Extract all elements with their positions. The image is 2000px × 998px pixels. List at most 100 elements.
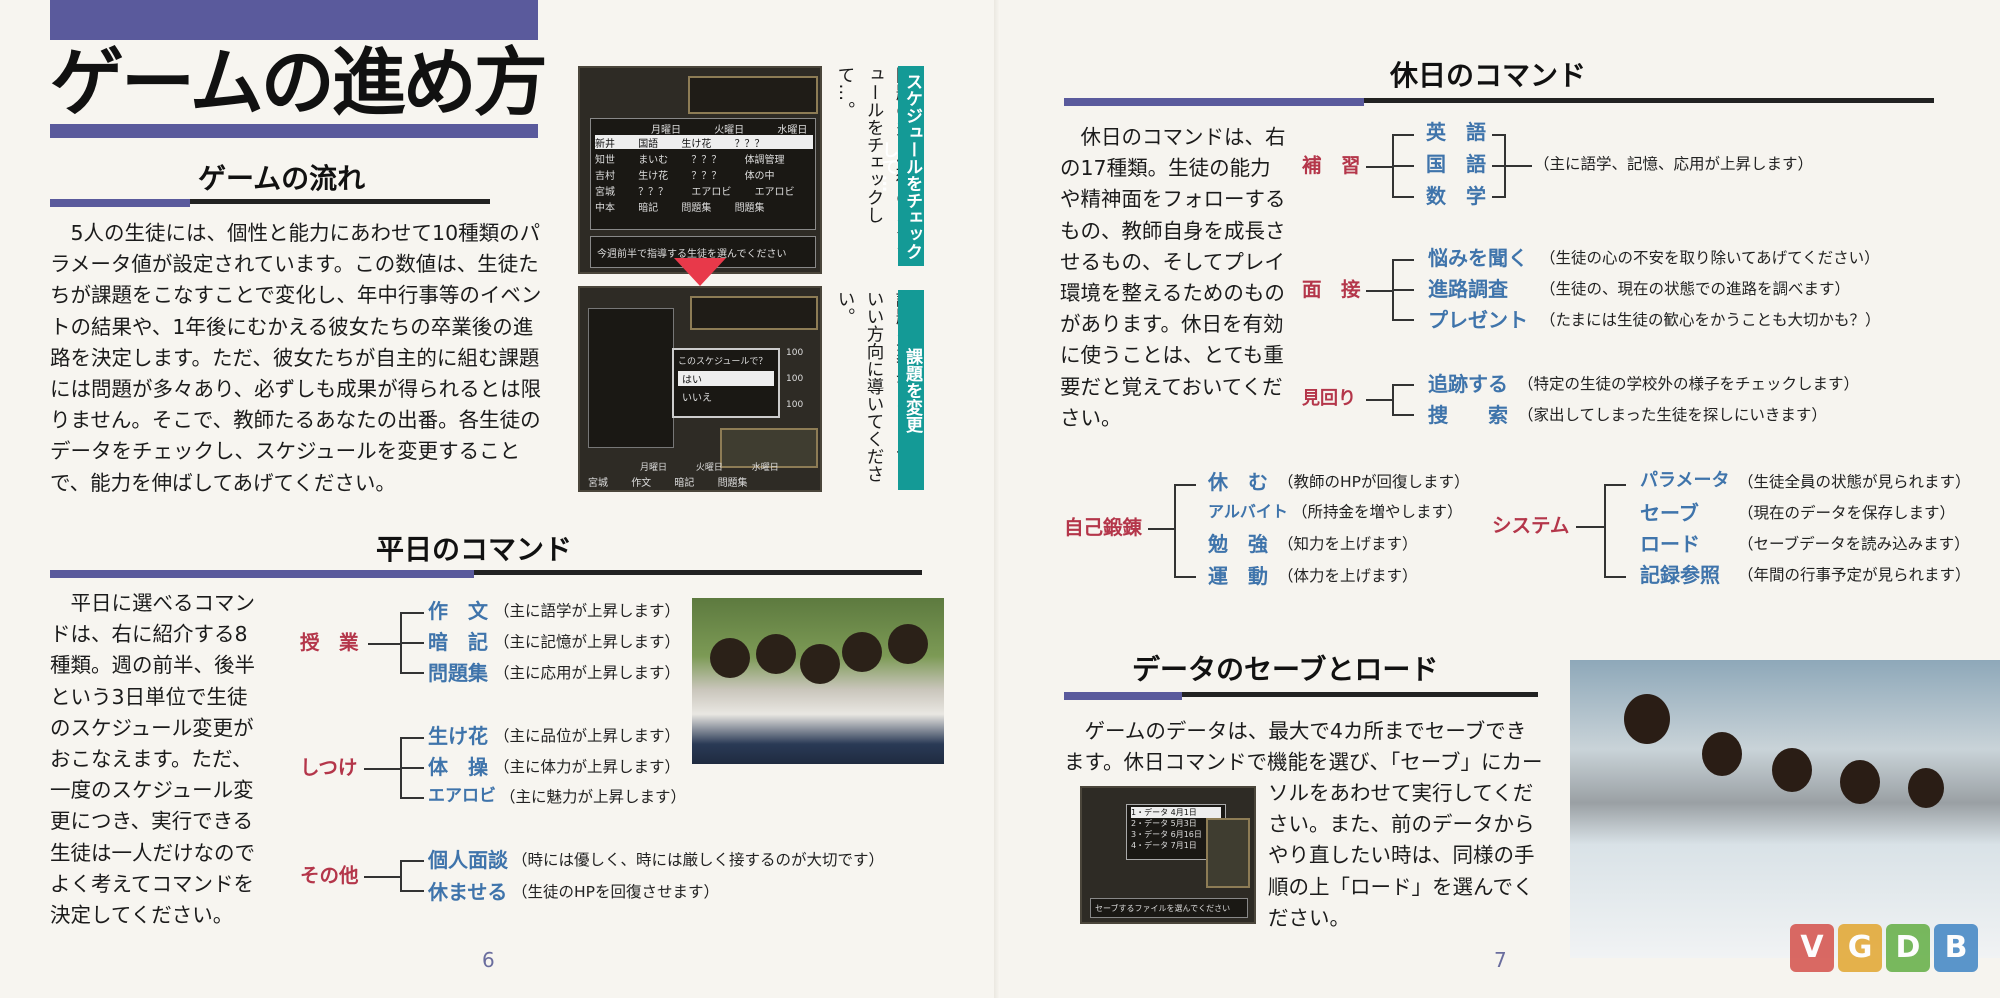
schedule-row[interactable]: 中本 暗記 問題集 問題集: [595, 203, 765, 214]
cmd-anki: 暗 記: [428, 630, 488, 654]
page-number-right: 7: [1494, 948, 1507, 972]
weekday-text: 平日に選べるコマンドは、右に紹介する8種類。週の前半、後半という3日単位で生徒の…: [50, 591, 255, 928]
screen2-footer: 宮城 作文 暗記 問題集: [588, 478, 748, 489]
choice-yes[interactable]: はい: [678, 371, 774, 386]
schedule-row[interactable]: 知世 まいむ ？？？ 体調管理: [595, 155, 785, 166]
schedule-days: 月曜日 火曜日 水曜日: [651, 125, 808, 136]
schedule-row[interactable]: 宮城 ？？？ エアロビ エアロビ: [595, 187, 795, 198]
cmd-ikebana: 生け花: [428, 724, 488, 748]
cmd-undo: 運 動: [1208, 564, 1268, 588]
tree-line: [1148, 528, 1174, 530]
confirm-question: このスケジュールで？: [678, 357, 768, 367]
page-title: ゲームの進め方: [50, 40, 548, 126]
photo-figure: [1702, 732, 1742, 776]
save-heading: データのセーブとロード: [1132, 653, 1439, 686]
title-bottom-bar: [50, 124, 538, 138]
tree-line: [1576, 526, 1604, 528]
watermark-letter: V: [1790, 924, 1834, 972]
note-shinro: （生徒の、現在の状態での進路を調べます）: [1540, 280, 1851, 298]
cmd-sugaku: 数 学: [1426, 184, 1486, 208]
holiday-text: 休日のコマンドは、右の17種類。生徒の能力や精神面をフォローするもの、教師自身を…: [1060, 125, 1286, 430]
group-sonota: その他: [300, 864, 359, 887]
note-parameter: （生徒全員の状態が見られます）: [1738, 473, 1971, 491]
group-jiko: 自己鍛錬: [1064, 516, 1143, 539]
tree-line: [1366, 290, 1392, 292]
screen-header-panel: [688, 76, 818, 114]
photo-figure: [710, 638, 750, 678]
note-arubaito: （所持金を増やします）: [1292, 503, 1463, 521]
tree-line: [1366, 399, 1392, 401]
screen2-header-panel: [690, 296, 818, 330]
note-kojinmendan: （時には優しく、時には厳しく接するのが大切です）: [512, 851, 885, 869]
students-photo: [692, 598, 944, 764]
cmd-yasumu: 休 む: [1208, 470, 1268, 494]
cmd-mondaishu: 問題集: [428, 661, 488, 685]
group-mimawari: 見回り: [1302, 388, 1356, 409]
weekday-rule-right: [474, 570, 922, 575]
cmd-shinro: 進路調査: [1428, 277, 1508, 301]
swimsuit-photo: [1570, 660, 2000, 958]
note-undo: （体力を上げます）: [1278, 567, 1418, 585]
cmd-kokugo: 国 語: [1426, 152, 1486, 176]
choice-no[interactable]: いいえ: [682, 393, 712, 404]
tree-line: [364, 876, 400, 878]
group-mensetsu: 面 接: [1302, 278, 1361, 301]
schedule-row[interactable]: 吉村 生け花 ？？？ 体の中: [595, 171, 775, 182]
note-present: （たまには生徒の歓心をかうことも大切かも？）: [1540, 311, 1881, 329]
save-slot[interactable]: 3・データ 6月16日: [1131, 830, 1202, 839]
photo-figure: [756, 634, 796, 674]
note-hoshu: （主に語学、記憶、応用が上昇します）: [1534, 155, 1814, 173]
cmd-sosaku: 捜 索: [1428, 403, 1508, 427]
note-tsuiseki: （特定の生徒の学校外の様子をチェックします）: [1518, 375, 1860, 393]
tree-line: [1392, 165, 1414, 167]
note-mondaishu: （主に応用が上昇します）: [494, 664, 681, 682]
holiday-rule-right: [1364, 98, 1934, 103]
page-number-left: 6: [482, 948, 495, 972]
save-slot-selected[interactable]: 1・データ 4月1日: [1131, 807, 1221, 818]
left-page: ゲームの進め方 ゲームの流れ 5人の生徒には、個性と能力にあわせて10種類のパラ…: [50, 0, 944, 972]
watermark-letter: G: [1838, 924, 1882, 972]
tree-bracket: [1174, 484, 1196, 578]
tab-change: 課題を変更: [898, 290, 924, 490]
note-benkyo: （知力を上げます）: [1278, 535, 1418, 553]
holiday-rule-left: [1064, 98, 1364, 106]
group-shitsuke: しつけ: [300, 756, 358, 779]
note-sakubun: （主に語学が上昇します）: [494, 602, 681, 620]
note-yasumaseru: （生徒のHPを回復させます）: [512, 883, 720, 901]
note-ikebana: （主に品位が上昇します）: [494, 727, 681, 745]
tree-line: [364, 768, 400, 770]
save-text-side: ソルをあわせて実行してください。また、前のデータからやり直したい時は、同様の手順…: [1268, 781, 1535, 930]
schedule-screenshot: 月曜日 火曜日 水曜日 新井 国語 生け花 ？？？ 知世 まいむ ？？？ 体調管…: [578, 66, 822, 274]
confirm-dialog: このスケジュールで？ はい いいえ: [672, 348, 780, 418]
cmd-present: プレゼント: [1428, 308, 1528, 332]
weekday-rule-left: [50, 570, 474, 578]
group-hoshu: 補 習: [1302, 154, 1361, 177]
save-rule-left: [1064, 692, 1182, 700]
schedule-table: 月曜日 火曜日 水曜日 新井 国語 生け花 ？？？ 知世 まいむ ？？？ 体調管…: [590, 118, 816, 230]
cmd-tsuiseki: 追跡する: [1428, 372, 1508, 396]
tree-bracket: [1392, 384, 1414, 416]
save-slot[interactable]: 4・データ 7月1日: [1131, 841, 1197, 850]
tree-bracket: [400, 860, 424, 892]
tree-line: [1366, 166, 1392, 168]
save-side-panel: [1206, 818, 1250, 888]
cmd-aerobi: エアロビ: [428, 786, 496, 806]
save-text-top: ゲームのデータは、最大で4カ所までセーブできます。休日コマンドで機能を選び、「セ…: [1064, 719, 1543, 775]
cmd-kojinmendan: 個人面談: [428, 848, 508, 872]
tree-line: [1492, 165, 1532, 167]
arrow-down-icon: [674, 258, 726, 286]
group-system: システム: [1492, 514, 1570, 537]
note-kiroku: （年間の行事予定が見られます）: [1738, 566, 1971, 584]
cmd-parameter: パラメータ: [1640, 470, 1730, 491]
cmd-nayami: 悩みを聞く: [1428, 246, 1528, 270]
flow-rule-left: [50, 199, 190, 207]
save-slot[interactable]: 2・データ 5月3日: [1131, 819, 1197, 828]
title-top-bar: [50, 0, 538, 40]
photo-figure: [1624, 694, 1670, 744]
note-nayami: （生徒の心の不安を取り除いてあげてください）: [1540, 249, 1880, 267]
flow-rule-right: [190, 199, 490, 204]
schedule-row-selected[interactable]: 新井 国語 生け花 ？？？: [595, 135, 813, 150]
tree-line: [368, 643, 400, 645]
tab-check: スケジュールをチェックして…: [878, 66, 924, 266]
